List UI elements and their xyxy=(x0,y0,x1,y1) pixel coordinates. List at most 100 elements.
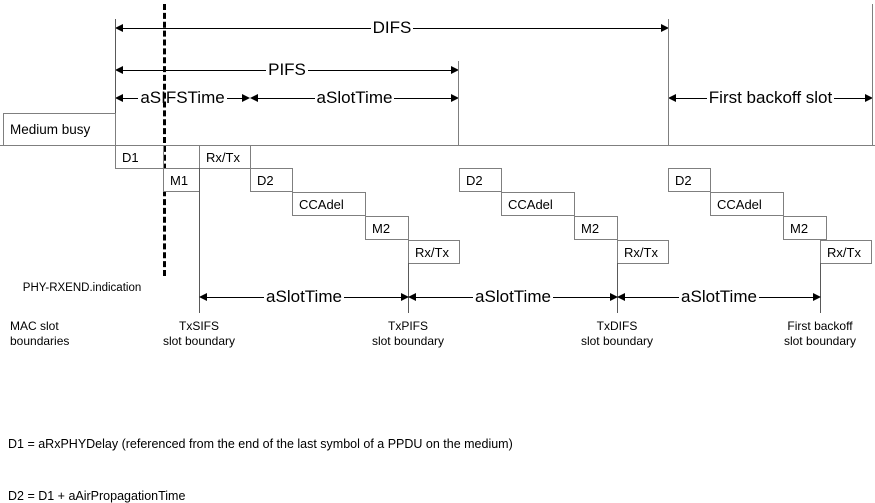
guide-line-txdifs xyxy=(668,19,669,145)
arrowhead-left-aslottime-top xyxy=(250,94,258,102)
dimension-label-aslottime-1: aSlotTime xyxy=(266,286,342,306)
label-d1: D1 xyxy=(122,149,139,165)
label-ccadel-2: CCAdel xyxy=(508,196,553,212)
box-m2-2: M2 xyxy=(574,216,618,240)
dimension-line-asifstime-left xyxy=(123,97,139,99)
label-rxtx-1: Rx/Tx xyxy=(415,244,449,260)
box-rxtx-sifs: Rx/Tx xyxy=(199,145,251,169)
dimension-line-pifs-right xyxy=(307,69,452,71)
dimension-label-asifstime: aSIFSTime xyxy=(140,87,225,107)
boundary-label-first-backoff-line1: First backoff xyxy=(787,319,853,333)
dimension-label-first-backoff-slot: First backoff slot xyxy=(708,87,833,107)
dimension-label-difs: DIFS xyxy=(372,17,412,37)
medium-baseline-rule xyxy=(0,145,875,146)
dimension-line-aslottime-3-left xyxy=(625,296,680,298)
dimension-line-aslottime-1-left xyxy=(207,296,265,298)
box-ccadel-3: CCAdel xyxy=(710,192,784,216)
legend-block: D1 = aRxPHYDelay (referenced from the en… xyxy=(8,401,513,503)
arrowhead-left-aslottime-3 xyxy=(617,293,625,301)
boundary-label-txpifs: TxPIFS slot boundary xyxy=(318,319,498,349)
boundary-label-txdifs-line2: slot boundary xyxy=(580,334,654,348)
dimension-line-aslottime-top-left xyxy=(258,97,315,99)
dimension-line-first-backoff-left xyxy=(676,97,707,99)
dimension-label-aslottime-top: aSlotTime xyxy=(316,87,393,107)
boundary-label-txdifs: TxDIFS slot boundary xyxy=(527,319,707,349)
phy-rxend-indication-line xyxy=(163,4,166,276)
boundary-label-txsifs: TxSIFS slot boundary xyxy=(109,319,289,349)
guide-line-medium-end xyxy=(115,19,116,169)
dimension-difs: DIFS xyxy=(115,17,670,37)
boundary-label-txdifs-line1: TxDIFS xyxy=(596,319,638,333)
label-m2-1: M2 xyxy=(372,220,391,236)
label-d2-2: D2 xyxy=(466,172,483,188)
slot-boundary-line-txpifs xyxy=(408,263,409,313)
dimension-line-aslottime-top-right xyxy=(394,97,451,99)
dimension-label-aslottime-3: aSlotTime xyxy=(681,286,757,306)
boundary-label-mac-slot-line2: boundaries xyxy=(10,334,70,348)
dimension-line-asifstime-right xyxy=(226,97,243,99)
arrowhead-right-pifs xyxy=(451,66,460,74)
label-ccadel-3: CCAdel xyxy=(717,196,762,212)
label-ccadel-1: CCAdel xyxy=(299,196,344,212)
dimension-line-first-backoff-right xyxy=(834,97,866,99)
dimension-aslottime-2: aSlotTime xyxy=(408,288,618,306)
dimension-line-pifs-left xyxy=(123,69,267,71)
arrowhead-right-aslottime-2 xyxy=(610,293,618,301)
dimension-aslottime-top: aSlotTime xyxy=(250,89,459,107)
dimension-first-backoff-slot: First backoff slot xyxy=(668,87,874,107)
slot-boundary-line-txsifs xyxy=(199,168,200,313)
boundary-label-txpifs-line2: slot boundary xyxy=(371,334,445,348)
dimension-line-aslottime-2-left xyxy=(416,296,474,298)
arrowhead-right-asifstime xyxy=(242,94,251,102)
guide-line-txpifs xyxy=(458,61,459,145)
arrowhead-right-aslottime-1 xyxy=(401,293,409,301)
label-m2-3: M2 xyxy=(790,220,809,236)
phy-rxend-indication-text: PHY-RXEND.indication xyxy=(22,282,142,294)
box-d2-3: D2 xyxy=(668,168,711,192)
arrowhead-left-first-backoff xyxy=(668,94,676,102)
boundary-label-txsifs-line1: TxSIFS xyxy=(178,319,219,333)
label-m1: M1 xyxy=(170,172,189,188)
boundary-label-mac-slot-line1: MAC slot xyxy=(10,319,59,333)
dimension-line-difs-right xyxy=(413,27,662,29)
label-m2-2: M2 xyxy=(581,220,600,236)
dimension-aslottime-1: aSlotTime xyxy=(199,288,409,306)
slot-boundary-line-first-backoff xyxy=(820,263,821,313)
arrowhead-right-first-backoff xyxy=(865,94,874,102)
dimension-line-aslottime-1-right xyxy=(343,296,401,298)
arrowhead-left-aslottime-1 xyxy=(199,293,207,301)
boundary-label-first-backoff: First backoff slot boundary xyxy=(730,319,875,349)
box-rxtx-2: Rx/Tx xyxy=(617,240,669,264)
dimension-line-aslottime-3-right xyxy=(758,296,813,298)
boundary-label-mac-slot: MAC slot boundaries xyxy=(10,319,69,349)
label-rxtx-3: Rx/Tx xyxy=(827,244,861,260)
box-d2-1: D2 xyxy=(250,168,293,192)
slot-boundary-line-txdifs xyxy=(617,263,618,313)
box-m2-3: M2 xyxy=(783,216,827,240)
boundary-label-first-backoff-line2: slot boundary xyxy=(783,334,857,348)
dimension-label-pifs: PIFS xyxy=(268,59,306,79)
boundary-label-txsifs-line2: slot boundary xyxy=(162,334,236,348)
box-d2-2: D2 xyxy=(459,168,502,192)
label-d2-1: D2 xyxy=(257,172,274,188)
dimension-aslottime-3: aSlotTime xyxy=(617,288,821,306)
guide-line-right-edge xyxy=(872,4,873,145)
arrowhead-left-aslottime-2 xyxy=(408,293,416,301)
label-rxtx-sifs: Rx/Tx xyxy=(206,149,240,165)
box-ccadel-2: CCAdel xyxy=(501,192,575,216)
phy-rxend-indication-label: PHY-RXEND.indication xyxy=(10,266,141,311)
dimension-label-aslottime-2: aSlotTime xyxy=(475,286,551,306)
dimension-asifstime: aSIFSTime xyxy=(115,87,251,107)
arrowhead-right-difs xyxy=(661,24,670,32)
box-ccadel-1: CCAdel xyxy=(292,192,366,216)
box-rxtx-1: Rx/Tx xyxy=(408,240,460,264)
box-m2-1: M2 xyxy=(365,216,409,240)
box-m1: M1 xyxy=(163,168,200,192)
dimension-line-difs-left xyxy=(123,27,371,29)
arrowhead-right-aslottime-top xyxy=(451,94,459,102)
arrowhead-left-difs xyxy=(115,24,123,32)
box-rxtx-3: Rx/Tx xyxy=(820,240,872,264)
medium-busy-box: Medium busy xyxy=(3,113,116,146)
arrowhead-left-pifs xyxy=(115,66,123,74)
